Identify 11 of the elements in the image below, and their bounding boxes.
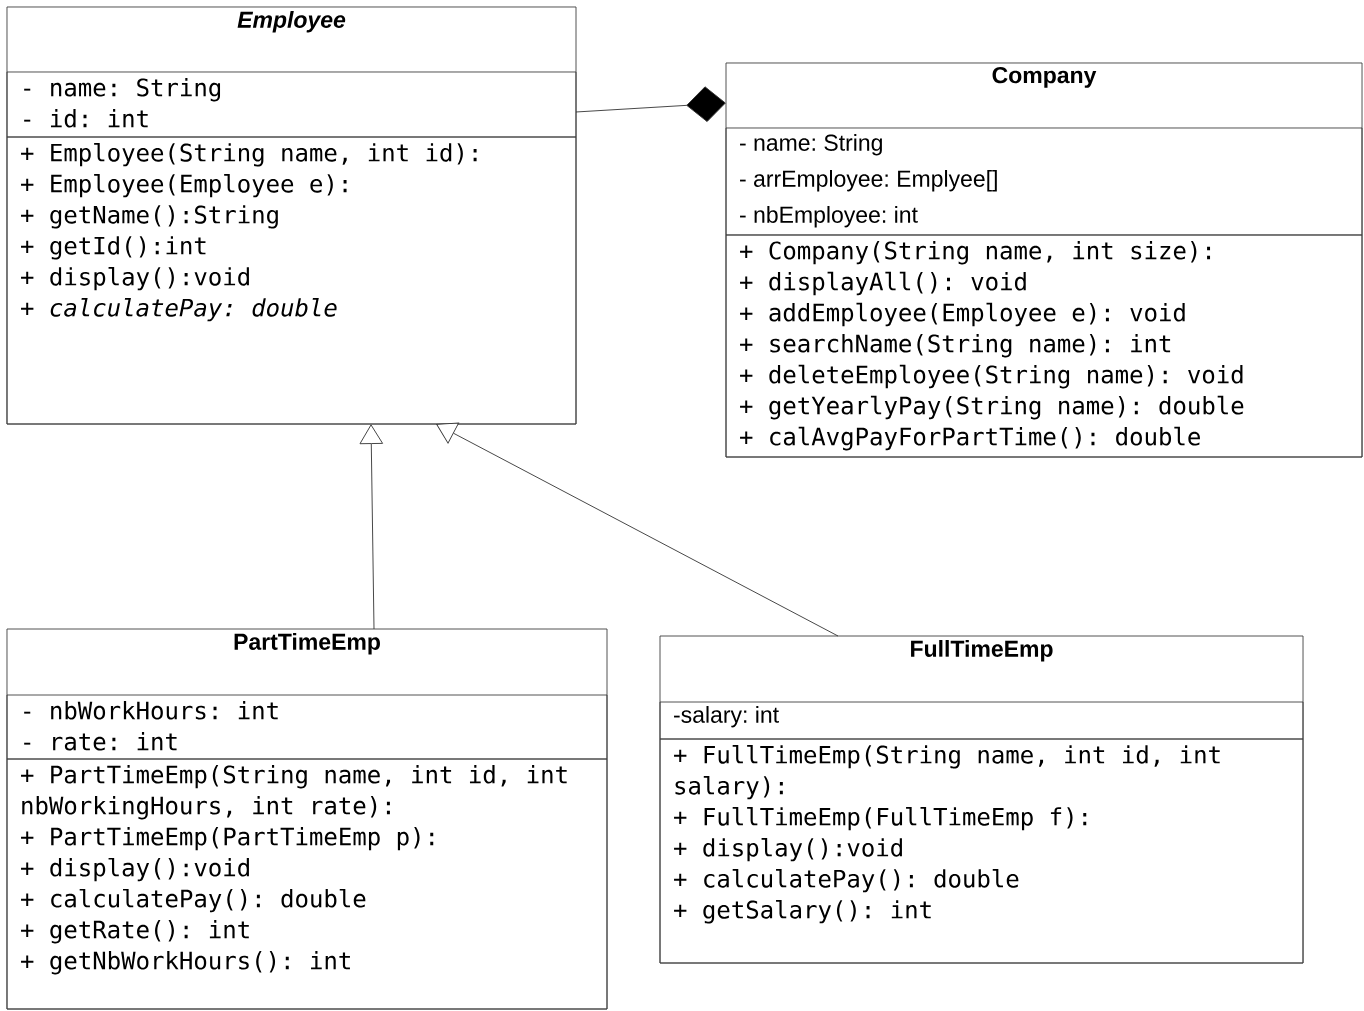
generalization-arrow <box>436 422 839 637</box>
method-compartment: + PartTimeEmp(String name, int id, int nbWorkingHours, int rate): + PartTimeEmp(PartTimeEmp p): + display():void + calculatePay(): double + getRate(): int + getNbWorkHours(): int <box>6 758 608 1010</box>
attribute-compartment: - name: String - arrEmployee: Emplyee[] - nbEmployee: int <box>725 127 1363 236</box>
composition-line <box>575 86 726 122</box>
generalization-arrow <box>359 424 384 630</box>
method-compartment: + Company(String name, int size): + displayAll(): void + addEmployee(Employee e): void + searchName(String name): int + deleteEmployee(String name): void + getYearlyPay(String name): double + calAvgPayForPartTime(): double <box>725 234 1363 458</box>
attribute-compartment: - nbWorkHours: int - rate: int <box>6 694 608 760</box>
attribute-compartment: - name: String - id: int <box>6 71 577 138</box>
method-compartment: + FullTimeEmp(String name, int id, int salary): + FullTimeEmp(FullTimeEmp f): + display():void + calculatePay(): double + getSalary(): int <box>659 738 1304 964</box>
method-compartment: + Employee(String name, int id): + Employee(Employee e): + getName():String + getId():int + display():void + calculatePay: double <box>6 136 577 425</box>
attribute-compartment: -salary: int <box>659 701 1304 740</box>
